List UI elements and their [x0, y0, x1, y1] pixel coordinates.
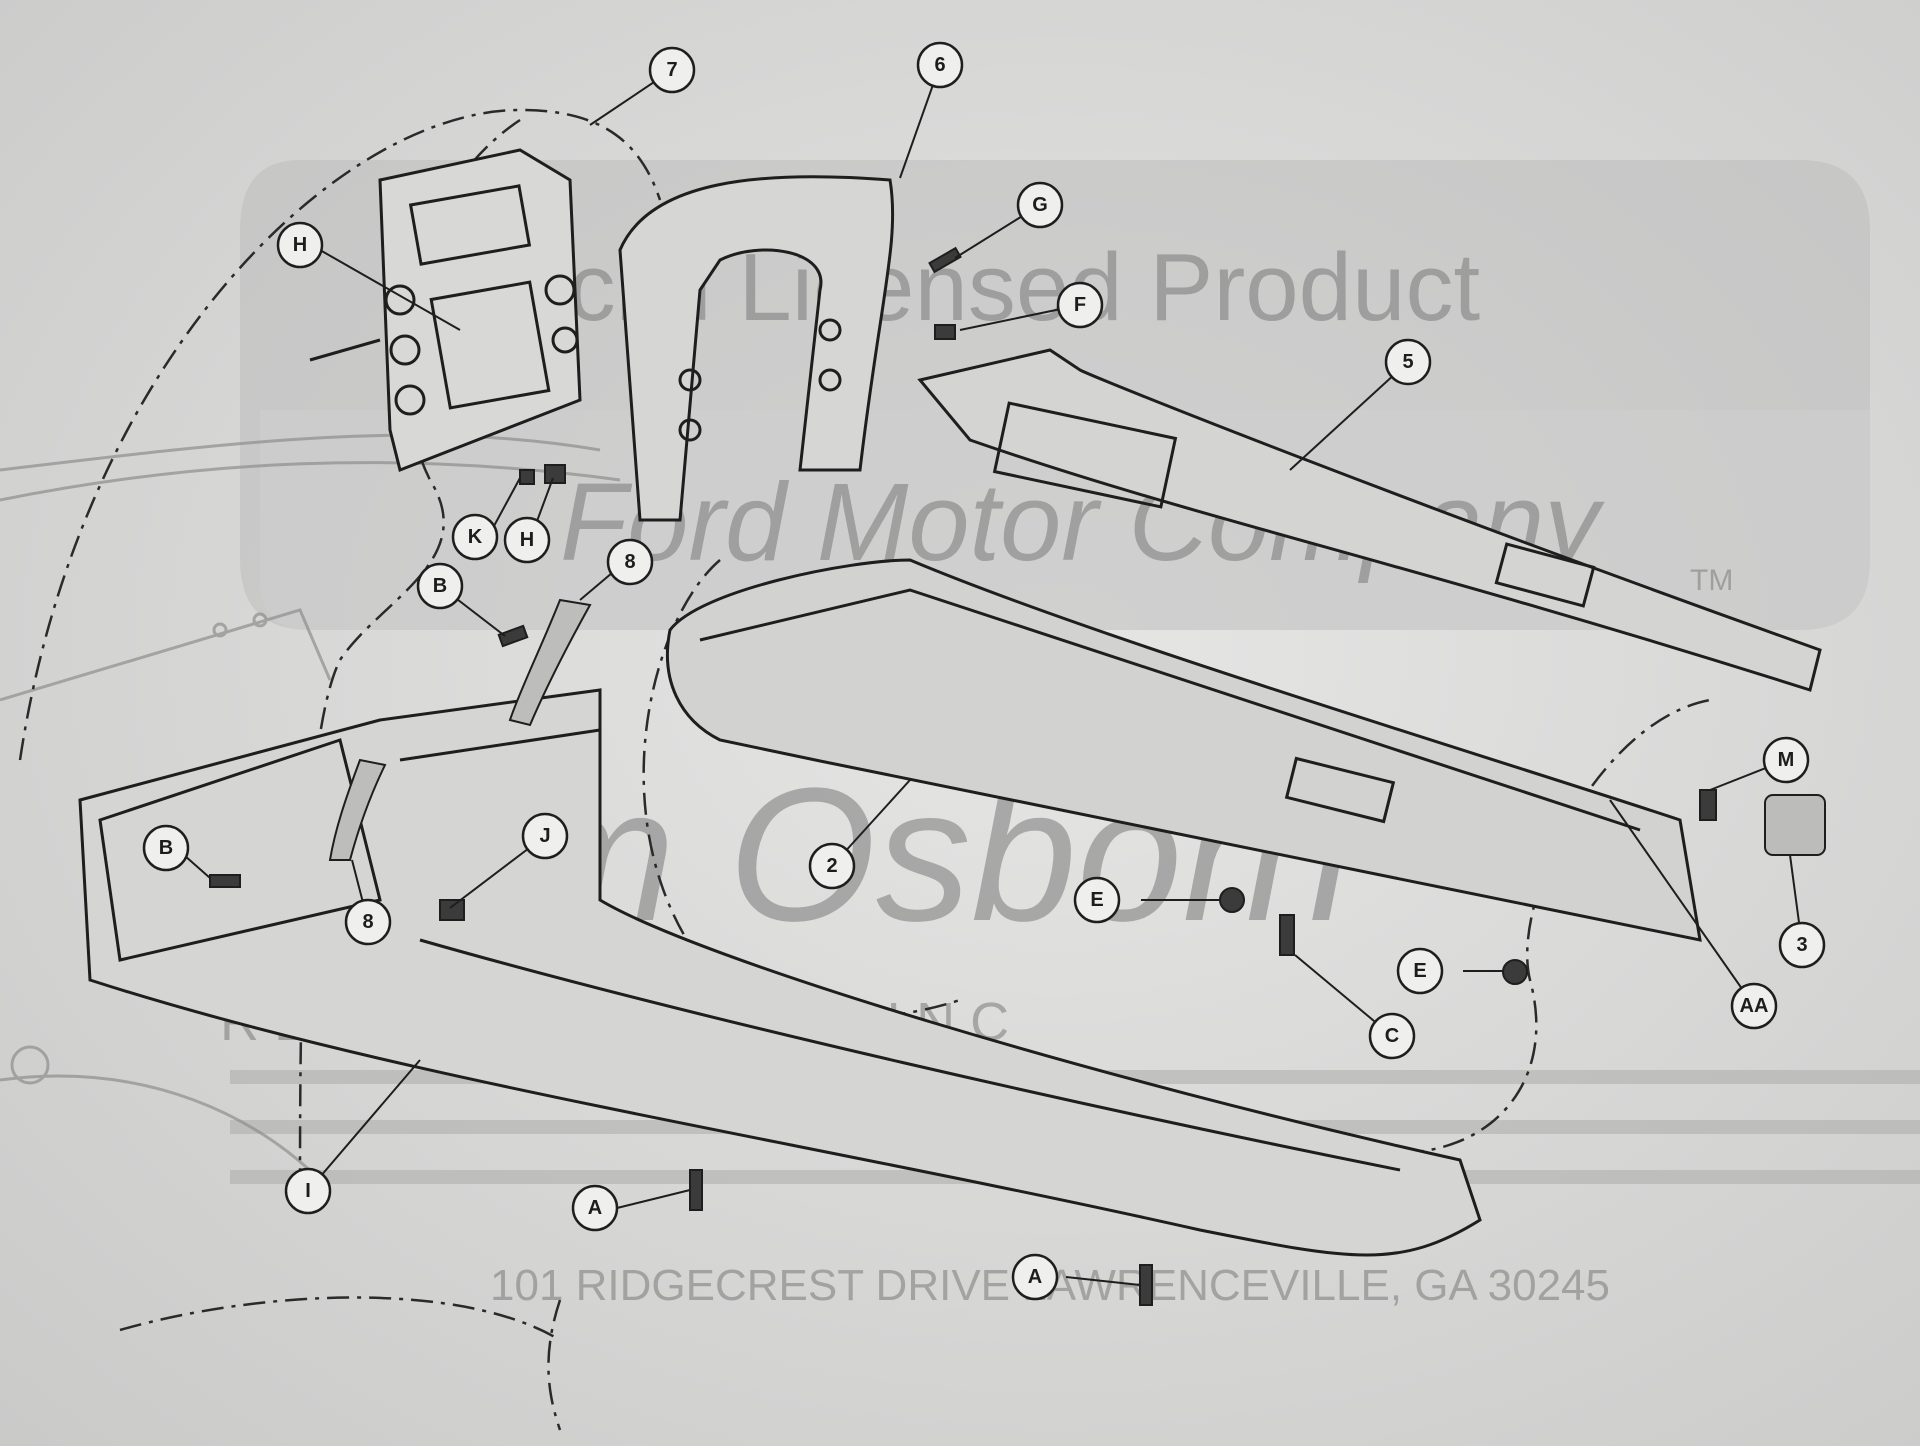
svg-text:8: 8	[624, 551, 635, 573]
callout-1: I	[284, 1167, 332, 1215]
svg-text:E: E	[1413, 960, 1426, 982]
callout-2: 2	[808, 842, 856, 890]
callout-b-upper: B	[416, 562, 464, 610]
clip-k	[519, 469, 535, 485]
screw-f	[934, 324, 956, 340]
part-8-lower-trim	[328, 758, 387, 861]
callout-e-left: E	[1073, 876, 1121, 924]
watermark-trademark: TM	[1690, 564, 1733, 597]
screw-g	[928, 246, 962, 274]
part-7-bezel-plate	[309, 148, 582, 473]
callout-3: 3	[1778, 921, 1826, 969]
locator-curve	[119, 1296, 562, 1431]
part-2-console-body	[665, 558, 1702, 942]
part-6-u-bezel	[618, 175, 895, 522]
callout-b-lower: B	[142, 824, 190, 872]
svg-text:2: 2	[826, 855, 837, 877]
part-8-upper-trim	[508, 598, 592, 727]
svg-text:5: 5	[1402, 351, 1413, 373]
callout-7: 7	[648, 46, 696, 94]
nut-e-right	[1502, 959, 1528, 985]
svg-text:I: I	[305, 1180, 311, 1202]
svg-text:6: 6	[934, 54, 945, 76]
locator-curve	[1359, 698, 1711, 1155]
callout-f: F	[1056, 281, 1104, 329]
svg-text:3: 3	[1796, 934, 1807, 956]
part-3-lamp	[1764, 794, 1826, 856]
callouts: 7 6 G F H 5 K H 8 B M B J 2 3 8 E E AA C…	[142, 41, 1826, 1301]
callout-k: K	[451, 513, 499, 561]
nut-e-left	[1219, 887, 1245, 913]
svg-text:C: C	[1385, 1025, 1399, 1047]
svg-text:A: A	[1028, 1266, 1042, 1288]
callout-j: J	[521, 812, 569, 860]
screw-b-upper	[497, 624, 529, 648]
svg-text:F: F	[1074, 294, 1086, 316]
svg-text:K: K	[468, 526, 483, 548]
svg-text:G: G	[1032, 194, 1048, 216]
screw-a-left	[689, 1169, 703, 1211]
callout-5: 5	[1384, 338, 1432, 386]
small-hardware	[209, 246, 1826, 1306]
part-1-console-base	[78, 688, 1482, 1257]
svg-text:M: M	[1778, 749, 1795, 771]
clip-h	[544, 464, 566, 484]
callout-m: M	[1762, 736, 1810, 784]
callout-aa: AA	[1730, 982, 1778, 1030]
svg-text:H: H	[520, 529, 534, 551]
svg-text:8: 8	[362, 911, 373, 933]
screw-b-lower	[209, 874, 241, 888]
svg-text:AA: AA	[1740, 995, 1769, 1017]
clip-c	[1279, 914, 1295, 956]
callout-h-lower: H	[503, 516, 551, 564]
callout-e-right: E	[1396, 947, 1444, 995]
callout-g: G	[1016, 181, 1064, 229]
callout-c: C	[1368, 1012, 1416, 1060]
callout-a-right: A	[1011, 1253, 1059, 1301]
callout-h-upper: H	[276, 221, 324, 269]
callout-6: 6	[916, 41, 964, 89]
callout-8-upper: 8	[606, 538, 654, 586]
locator-curve	[18, 108, 662, 1201]
svg-text:J: J	[539, 825, 550, 847]
svg-text:E: E	[1090, 889, 1103, 911]
svg-text:B: B	[159, 837, 173, 859]
callout-8-lower: 8	[344, 898, 392, 946]
screw-a-right	[1139, 1264, 1153, 1306]
callout-a-left: A	[571, 1184, 619, 1232]
clip-j	[439, 899, 465, 921]
svg-text:B: B	[433, 575, 447, 597]
screw-m	[1699, 789, 1717, 821]
svg-text:H: H	[293, 234, 307, 256]
svg-text:7: 7	[666, 59, 677, 81]
part-5-console-top	[917, 348, 1822, 692]
svg-text:A: A	[588, 1197, 602, 1219]
